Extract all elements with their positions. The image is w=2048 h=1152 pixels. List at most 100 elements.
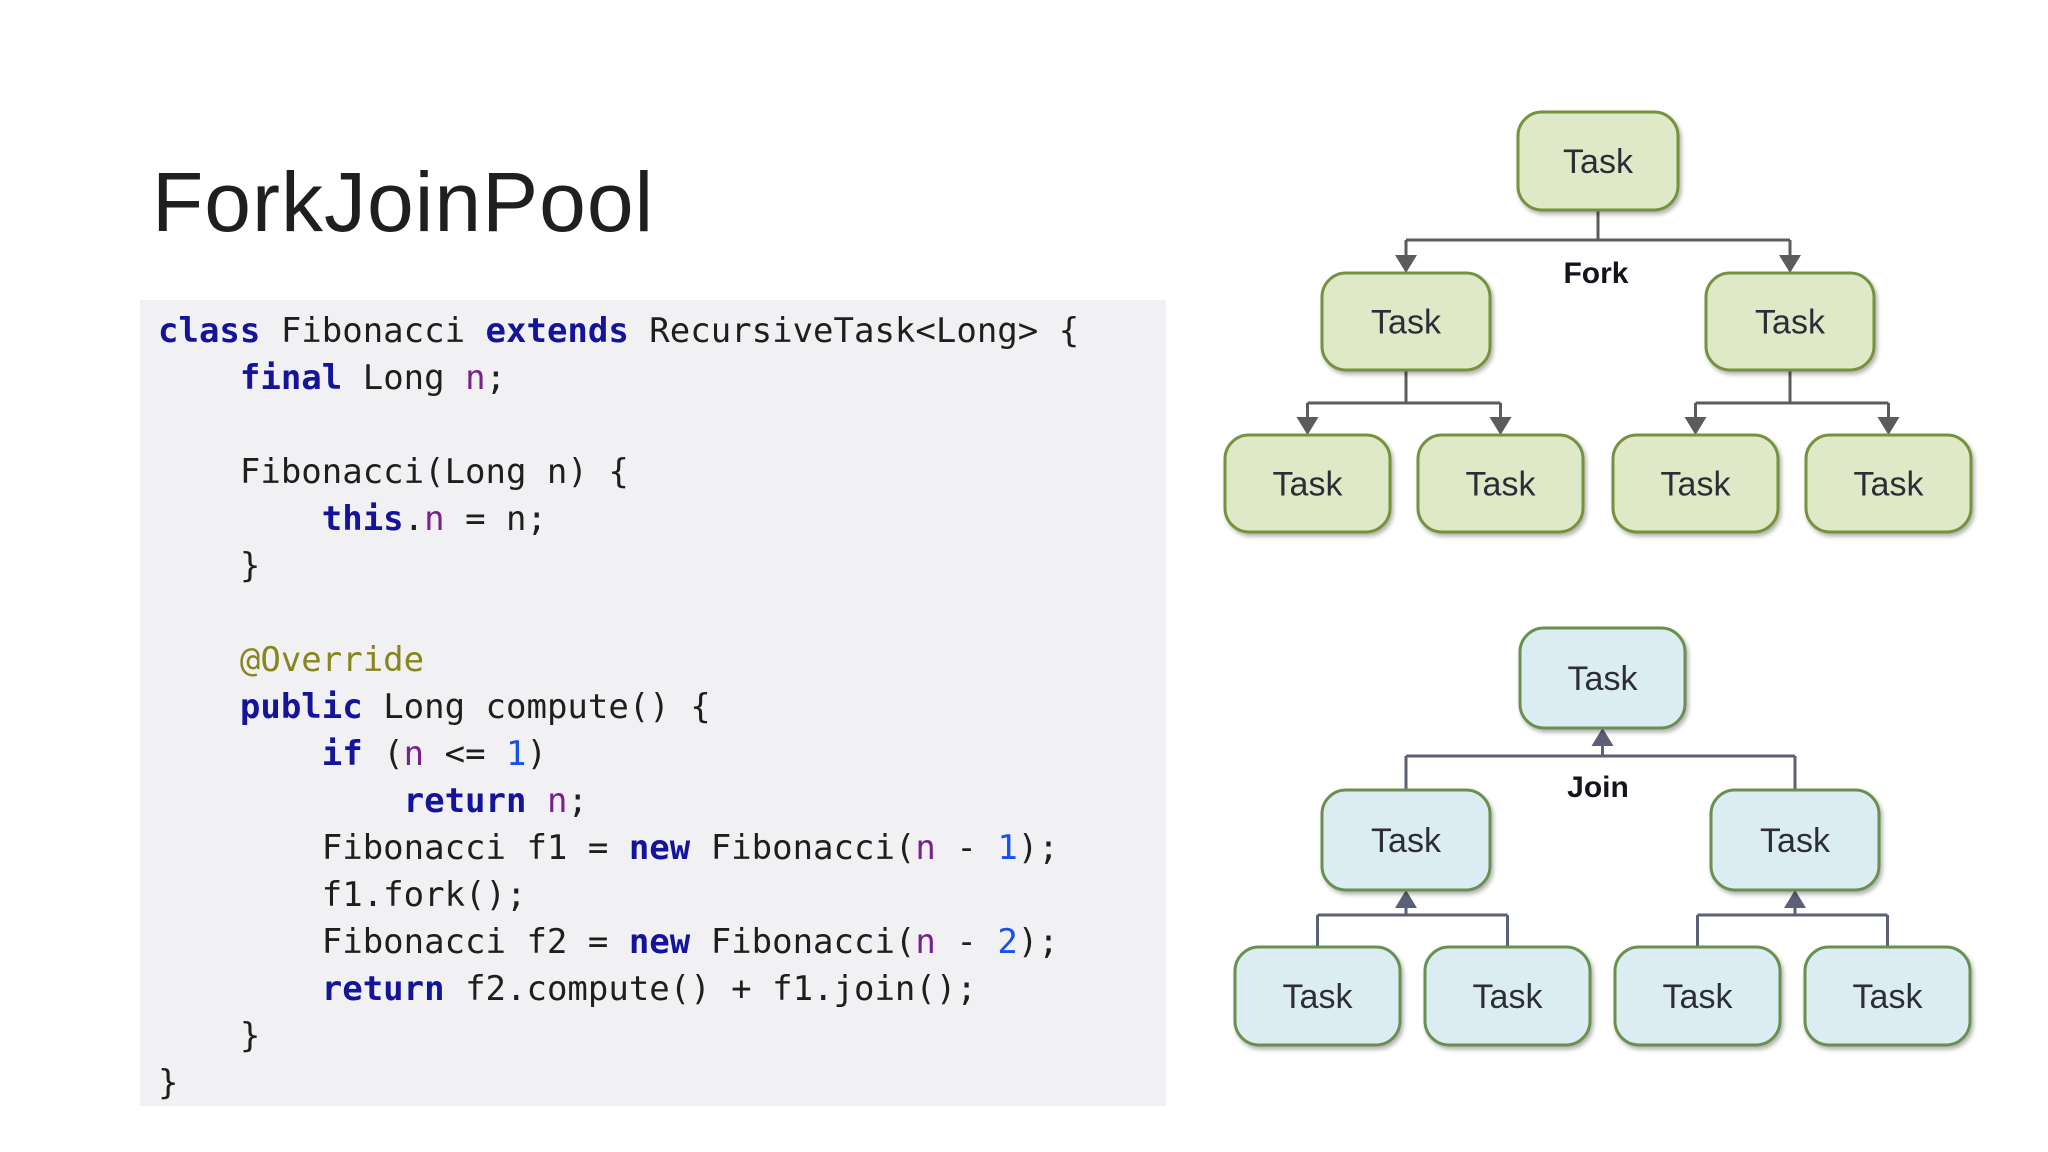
code-token: new — [628, 828, 691, 868]
code-line: Fibonacci(Long n) { — [158, 449, 1166, 496]
code-token: . — [403, 499, 425, 539]
code-line: @Override — [158, 637, 1166, 684]
tree-arrowheads — [1296, 255, 1900, 435]
task-node-label: Task — [1854, 466, 1925, 504]
code-line: } — [158, 1060, 1166, 1107]
code-token: n — [915, 828, 936, 868]
task-node — [1516, 110, 1680, 212]
task-node — [1611, 433, 1780, 534]
code-token: class — [158, 311, 261, 351]
code-token — [158, 640, 240, 680]
code-token: Fibonacci f1 = — [158, 828, 629, 868]
code-token: } — [158, 546, 261, 586]
code-token: Fibonacci(Long n) { — [158, 452, 629, 492]
join-label: Join — [1567, 771, 1629, 804]
code-token: ); — [1017, 828, 1059, 868]
arrow-down-icon — [1779, 255, 1801, 273]
code-line: return f2.compute() + f1.join(); — [158, 966, 1166, 1013]
fork-label: Fork — [1563, 257, 1628, 290]
task-node-label: Task — [1563, 143, 1634, 181]
code-token: RecursiveTask<Long> { — [628, 311, 1080, 351]
code-token: n — [424, 499, 445, 539]
task-node — [1709, 788, 1881, 892]
code-line: final Long n; — [158, 355, 1166, 402]
code-token: public — [239, 687, 363, 727]
code-token: = n; — [444, 499, 547, 539]
task-node-label: Task — [1466, 466, 1537, 504]
code-token: final — [239, 358, 343, 398]
code-token: ); — [1017, 922, 1059, 962]
code-token: <= — [424, 734, 507, 774]
code-token: ; — [567, 781, 588, 821]
code-line — [158, 590, 1166, 637]
task-node — [1416, 433, 1585, 534]
code-line: this.n = n; — [158, 496, 1166, 543]
arrow-down-icon — [1684, 417, 1707, 435]
code-token — [158, 358, 240, 398]
task-node-label: Task — [1371, 304, 1442, 342]
arrow-down-icon — [1877, 417, 1900, 435]
code-line: f1.fork(); — [158, 872, 1166, 919]
task-node-label: Task — [1568, 660, 1639, 698]
code-token: n — [915, 922, 936, 962]
task-node-label: Task — [1273, 466, 1344, 504]
code-token: - — [935, 922, 998, 962]
code-token — [526, 781, 546, 821]
task-node — [1804, 433, 1973, 534]
tree-connectors — [1316, 744, 1889, 947]
task-node — [1233, 945, 1402, 1047]
tree-arrowheads — [1395, 728, 1806, 908]
code-block: class Fibonacci extends RecursiveTask<Lo… — [140, 300, 1166, 1106]
code-token — [158, 687, 240, 727]
code-token: n — [403, 734, 425, 774]
task-node — [1803, 945, 1972, 1047]
code-line: } — [158, 543, 1166, 590]
task-node-label: Task — [1663, 978, 1734, 1016]
task-node — [1320, 788, 1492, 892]
code-line: class Fibonacci extends RecursiveTask<Lo… — [158, 308, 1166, 355]
code-token: return — [321, 969, 445, 1009]
code-line: public Long compute() { — [158, 684, 1166, 731]
code-token: if — [321, 734, 363, 774]
code-line: if (n <= 1) — [158, 731, 1166, 778]
task-node-label: Task — [1853, 978, 1924, 1016]
tree-connectors — [1306, 210, 1890, 419]
code-token: ( — [362, 734, 404, 774]
code-token: Long compute() { — [362, 687, 711, 727]
code-line: return n; — [158, 778, 1166, 825]
task-node — [1518, 626, 1687, 730]
code-token: new — [628, 922, 691, 962]
code-token: return — [403, 781, 527, 821]
task-node-label: Task — [1661, 466, 1732, 504]
task-node — [1223, 433, 1392, 534]
code-token: f1.fork(); — [158, 875, 527, 915]
task-node-label: Task — [1371, 822, 1442, 860]
code-token — [158, 499, 322, 539]
task-node-label: Task — [1473, 978, 1544, 1016]
code-token: Long — [342, 358, 466, 398]
code-line — [158, 402, 1166, 449]
arrow-up-icon — [1784, 890, 1806, 908]
code-token: n — [465, 358, 486, 398]
code-token: ; — [485, 358, 507, 398]
task-node-label: Task — [1760, 822, 1831, 860]
task-node — [1423, 945, 1592, 1047]
page-title: ForkJoinPool — [152, 155, 655, 250]
task-node-label: Task — [1755, 304, 1826, 342]
code-line: Fibonacci f1 = new Fibonacci(n - 1); — [158, 825, 1166, 872]
code-token: 1 — [997, 828, 1018, 868]
code-token: - — [935, 828, 998, 868]
arrow-up-icon — [1395, 890, 1417, 908]
code-token: Fibonacci f2 = — [158, 922, 629, 962]
arrow-up-icon — [1591, 728, 1614, 746]
code-token — [158, 781, 404, 821]
arrow-down-icon — [1489, 417, 1512, 435]
arrow-down-icon — [1296, 417, 1319, 435]
code-token: } — [158, 1016, 261, 1056]
code-token: } — [158, 1063, 179, 1103]
code-line: } — [158, 1013, 1166, 1060]
task-node-label: Task — [1283, 978, 1354, 1016]
